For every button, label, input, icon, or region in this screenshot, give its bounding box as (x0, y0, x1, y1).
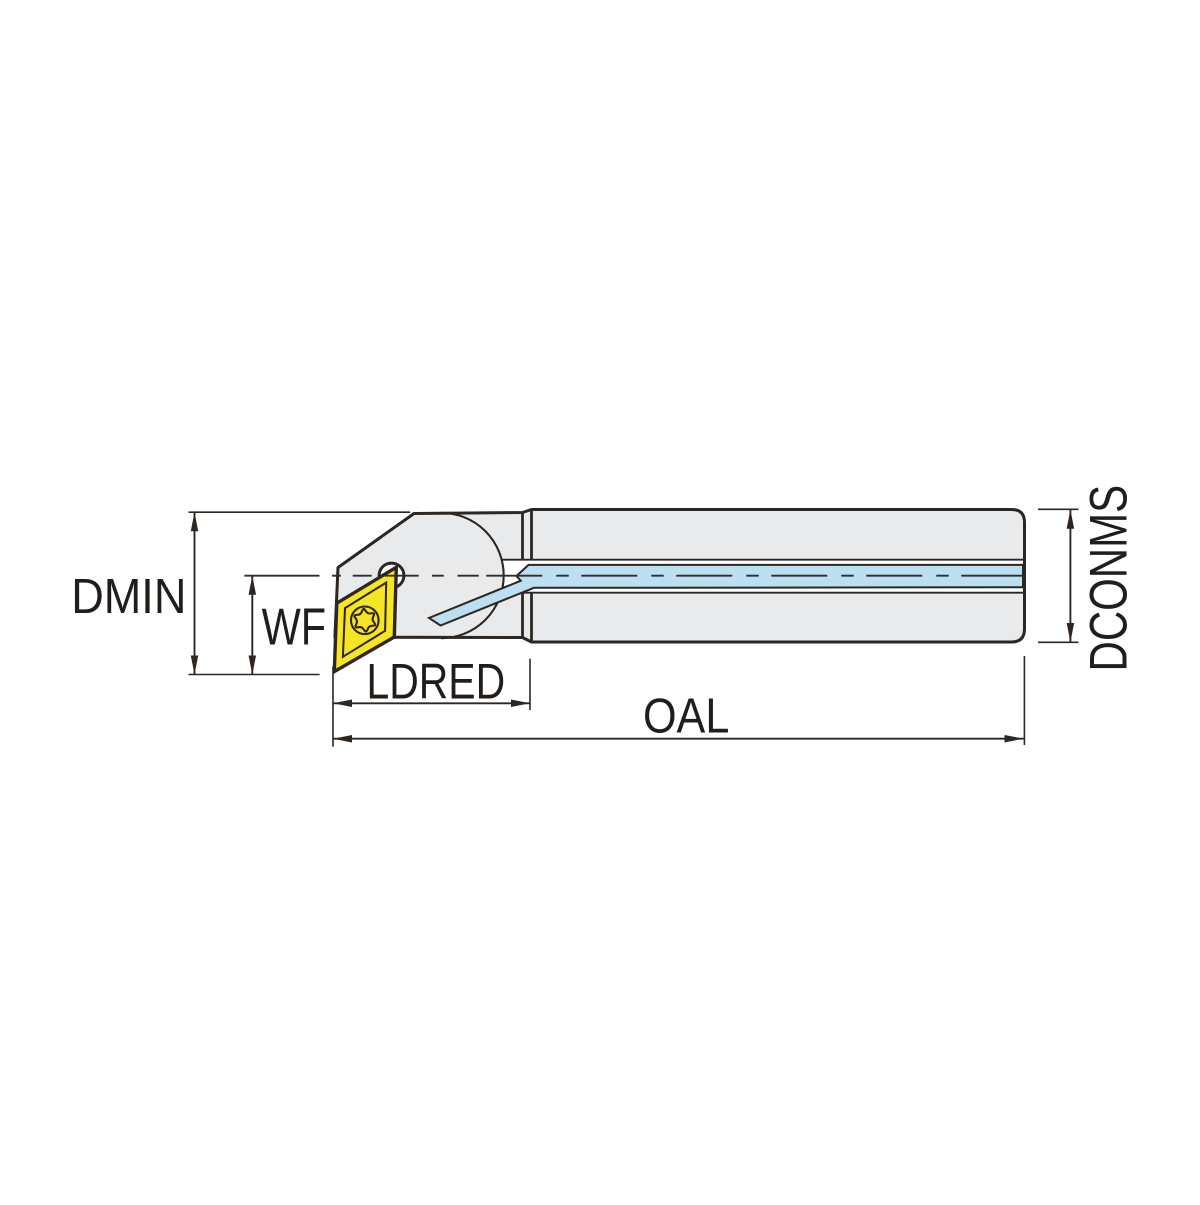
svg-text:DCONMS: DCONMS (1080, 485, 1139, 672)
svg-text:OAL: OAL (643, 688, 729, 743)
svg-text:WF: WF (262, 598, 327, 655)
svg-text:DMIN: DMIN (71, 568, 186, 623)
svg-text:LDRED: LDRED (367, 652, 506, 709)
